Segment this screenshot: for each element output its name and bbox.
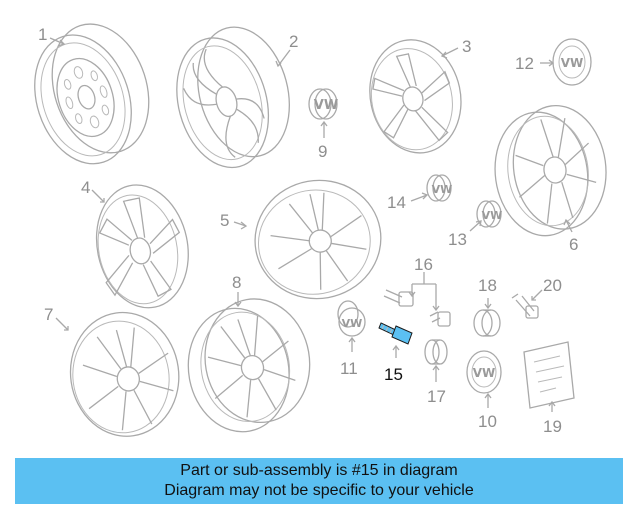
wheel-6[interactable] xyxy=(487,100,615,242)
callout-19: 19 xyxy=(543,417,562,436)
callout-11: 11 xyxy=(340,359,358,378)
wheel-4[interactable] xyxy=(86,176,200,316)
callout-3: 3 xyxy=(462,37,471,56)
banner-line-2: Diagram may not be specific to your vehi… xyxy=(164,482,474,499)
callout-20: 20 xyxy=(543,276,562,295)
callout-16: 16 xyxy=(414,255,433,274)
parts-diagram: VW VW VW VW VW VW xyxy=(17,11,615,443)
banner-line-1: Part or sub-assembly is #15 in diagram xyxy=(180,462,458,479)
wheel-3[interactable] xyxy=(360,31,472,161)
bolt-16[interactable] xyxy=(383,289,451,327)
callout-2: 2 xyxy=(289,32,298,51)
callout-14: 14 xyxy=(387,193,406,212)
callout-18: 18 xyxy=(478,276,497,295)
label-plate-19[interactable] xyxy=(523,341,575,409)
wheel-8[interactable] xyxy=(178,291,321,440)
emblem-12[interactable]: VW xyxy=(552,38,592,86)
callout-12: 12 xyxy=(515,54,534,73)
center-cap-14[interactable]: VW xyxy=(426,174,453,202)
wheel-7[interactable] xyxy=(63,305,187,443)
wheel-2[interactable] xyxy=(162,17,305,178)
svg-text:VW: VW xyxy=(482,209,503,222)
callout-5: 5 xyxy=(220,211,229,230)
callout-15: 15 xyxy=(384,365,403,384)
wheel-1[interactable] xyxy=(17,11,166,176)
callout-8: 8 xyxy=(232,273,241,292)
callout-17: 17 xyxy=(427,387,446,406)
wheel-5[interactable] xyxy=(246,170,391,308)
cap-18[interactable] xyxy=(473,309,501,337)
callout-13: 13 xyxy=(448,230,467,249)
info-banner: Part or sub-assembly is #15 in diagram D… xyxy=(15,458,623,504)
center-cap-10[interactable]: VW xyxy=(466,350,502,394)
callout-9: 9 xyxy=(318,142,327,161)
svg-text:VW: VW xyxy=(561,56,584,70)
callout-10: 10 xyxy=(478,412,497,431)
valve-20[interactable] xyxy=(511,293,539,319)
svg-text:VW: VW xyxy=(342,317,363,330)
callout-7: 7 xyxy=(44,305,53,324)
wheel-bolt-15[interactable] xyxy=(378,322,413,345)
center-cap-11[interactable]: VW xyxy=(337,300,366,337)
callout-4: 4 xyxy=(81,178,90,197)
callout-1: 1 xyxy=(38,25,47,44)
center-cap-9[interactable]: VW xyxy=(308,88,338,120)
svg-text:VW: VW xyxy=(314,98,338,113)
center-cap-13[interactable]: VW xyxy=(476,200,503,228)
lock-nut-17[interactable] xyxy=(424,339,448,365)
callout-6: 6 xyxy=(569,235,578,254)
svg-text:VW: VW xyxy=(432,183,453,196)
svg-text:VW: VW xyxy=(473,366,496,380)
